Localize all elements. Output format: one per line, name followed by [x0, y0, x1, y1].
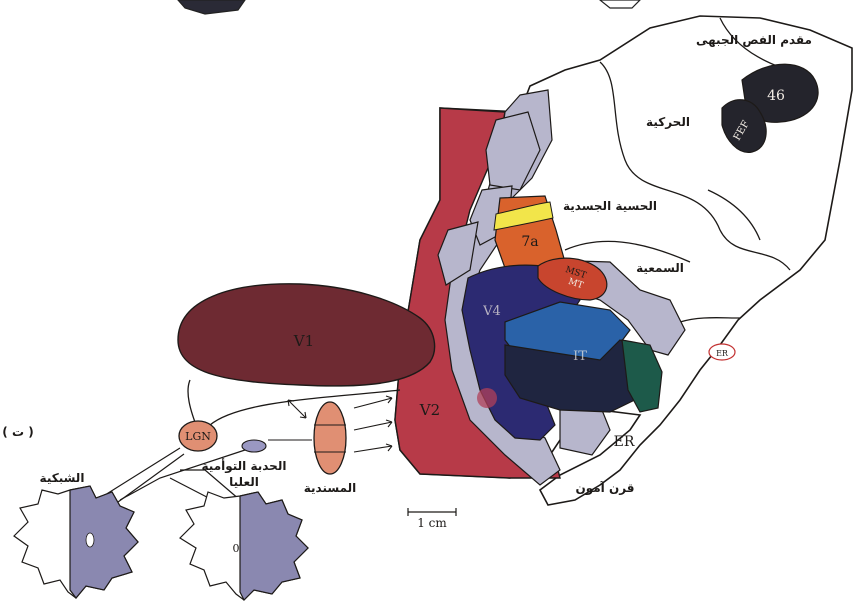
label-retina: الشبكية — [40, 471, 85, 485]
pulvinar — [314, 402, 346, 474]
retina-right — [180, 492, 308, 600]
label-scale-bar: 1 cm — [417, 516, 447, 530]
label-superior-colliculus-2: العليا — [229, 475, 259, 489]
top-fragment-right — [600, 0, 640, 8]
label-area-46: 46 — [767, 88, 785, 104]
label-area-er: ER — [614, 434, 635, 450]
label-somatosensory: الحسية الجسدية — [563, 199, 657, 213]
label-area-7a: 7a — [521, 234, 538, 250]
label-area-v1: V1 — [293, 332, 314, 350]
label-area-it: IT — [573, 349, 587, 364]
superior-colliculus — [242, 440, 266, 452]
label-panel-letter: ( ت ) — [2, 425, 33, 439]
scale-bar — [408, 508, 456, 516]
label-auditory: السمعية — [636, 261, 684, 275]
label-area-er-small: ER — [716, 349, 729, 358]
label-retina-center: 0 — [233, 542, 240, 555]
connection-lgn-v1-b — [210, 390, 400, 425]
top-fragment-left — [178, 0, 245, 14]
label-superior-colliculus-1: الحدبة التوأمية — [202, 458, 287, 474]
retina-left — [14, 486, 138, 598]
area-gray-inferior — [560, 405, 610, 455]
label-prefrontal: مقدم الفص الجبهى — [696, 33, 812, 48]
label-area-v2: V2 — [419, 401, 440, 419]
label-area-v4: V4 — [482, 304, 501, 319]
label-hippocampus: قرن آمون — [575, 480, 634, 496]
label-lgn: LGN — [185, 430, 211, 443]
label-motor: الحركية — [646, 115, 690, 129]
label-pulvinar: المسندية — [304, 481, 357, 495]
area-v4-spot — [477, 388, 497, 408]
